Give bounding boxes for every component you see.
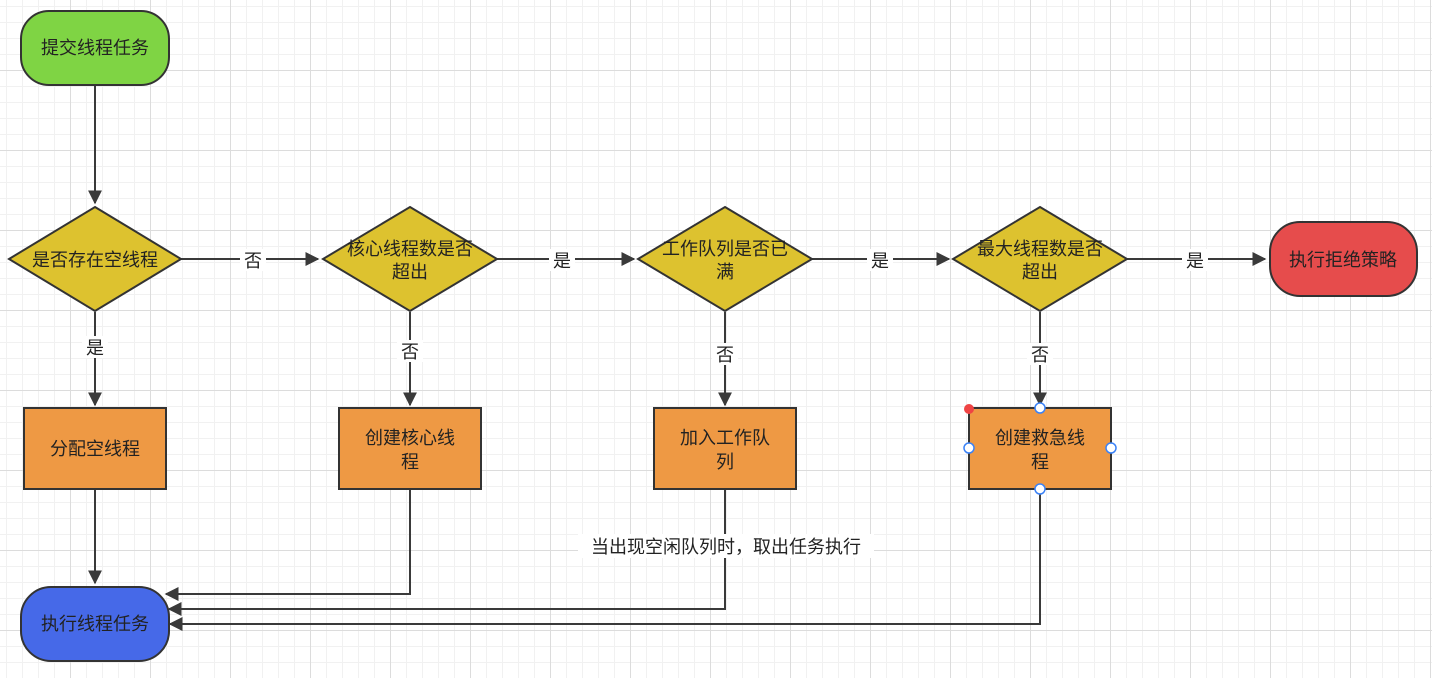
edge-label-queue-no: 否 [716,345,734,366]
edge-label-core-no: 否 [401,342,419,363]
node-assign-idle-thread-label: 分配空线程 [50,439,140,460]
node-create-emergency-label-line2: 程 [1031,452,1049,473]
process-shape [338,407,482,490]
edge-label-max-yes: 是 [1186,251,1204,272]
node-decision-queue-label-line1: 工作队列是否已 [662,239,788,260]
decision-diamond-shape [951,205,1129,313]
node-execute-task[interactable]: 执行线程任务 [20,586,170,662]
edge-create-emergency-to-execute[interactable] [168,490,1041,631]
node-decision-idle-thread[interactable]: 是否存在空线程 [7,205,183,313]
edge-enqueue-to-execute[interactable] [167,490,726,616]
terminal-reject-shape [1269,221,1418,297]
terminal-start-shape [20,10,170,86]
node-create-emergency-label-line1: 创建救急线 [995,428,1085,449]
node-enqueue-task[interactable]: 加入工作队 列 [653,407,797,490]
node-decision-core-label-line2: 超出 [392,262,428,283]
edge-label-queue-yes: 是 [871,251,889,272]
connection-handle-right[interactable] [1105,442,1117,454]
node-reject-policy-label: 执行拒绝策略 [1289,250,1397,271]
node-decision-queue-full[interactable]: 工作队列是否已 满 [636,205,814,313]
node-decision-core-exceeded[interactable]: 核心线程数是否 超出 [321,205,499,313]
connection-handle-left[interactable] [963,442,975,454]
node-create-emergency-thread[interactable]: 创建救急线 程 [963,402,1117,495]
node-assign-idle-thread[interactable]: 分配空线程 [23,407,167,490]
node-submit-task[interactable]: 提交线程任务 [20,10,170,86]
node-submit-task-label: 提交线程任务 [41,38,149,59]
node-reject-policy[interactable]: 执行拒绝策略 [1269,221,1418,297]
decision-diamond-shape [636,205,814,313]
node-decision-max-label-line2: 超出 [1022,262,1058,283]
terminal-execute-shape [20,586,170,662]
process-shape [653,407,797,490]
node-decision-queue-label-line2: 满 [716,262,734,283]
node-decision-max-label-line1: 最大线程数是否 [977,239,1103,260]
node-create-core-label-line1: 创建核心线 [365,428,455,449]
edge-annotation-idle-queue: 当出现空闲队列时，取出任务执行 [591,537,861,558]
decision-diamond-shape [7,205,183,313]
edge-label-core-yes: 是 [553,251,571,272]
edge-label-idle-no: 否 [244,251,262,272]
process-shape [968,407,1112,490]
connection-handle-bottom[interactable] [1034,483,1046,495]
node-create-core-label-line2: 程 [401,452,419,473]
connection-handle-top[interactable] [1034,402,1046,414]
rotate-handle[interactable] [964,404,974,414]
node-enqueue-label-line1: 加入工作队 [680,428,770,449]
node-decision-core-label-line1: 核心线程数是否 [347,239,473,260]
node-decision-idle-thread-label: 是否存在空线程 [32,250,158,271]
edge-label-max-no: 否 [1031,345,1049,366]
node-enqueue-label-line2: 列 [716,452,734,473]
decision-diamond-shape [321,205,499,313]
edge-create-core-to-execute[interactable] [164,490,411,601]
edge-label-idle-yes: 是 [86,338,104,359]
process-shape [23,407,167,490]
edge-labels: 否 是 是 否 是 否 是 否 当出现空闲队列时，取出任务执行 [82,249,1208,558]
node-execute-task-label: 执行线程任务 [41,614,149,635]
node-decision-max-exceeded[interactable]: 最大线程数是否 超出 [951,205,1129,313]
node-create-core-thread[interactable]: 创建核心线 程 [338,407,482,490]
